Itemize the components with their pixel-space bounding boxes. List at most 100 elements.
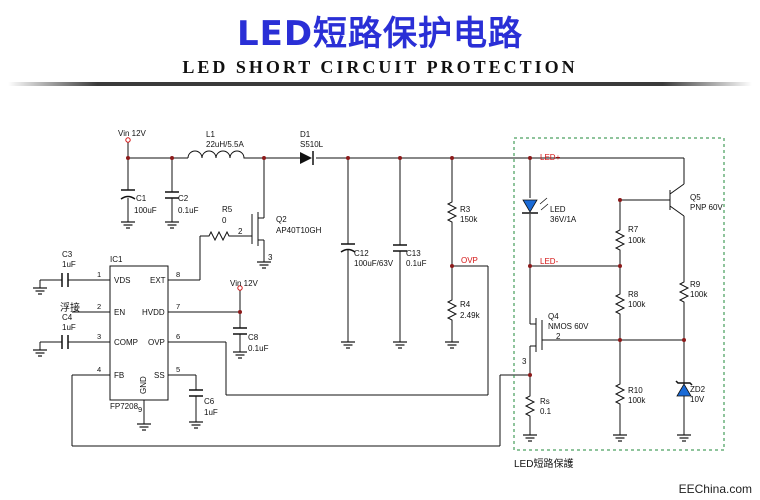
pin-num-9: 9	[138, 405, 142, 414]
pin-vds: VDS	[114, 276, 130, 285]
led-string	[522, 197, 549, 214]
c6-name: C6	[204, 397, 215, 406]
pin-num-1: 1	[97, 270, 101, 279]
pin-num-4: 4	[97, 365, 101, 374]
resistor-r10	[615, 379, 625, 409]
l1-value: 22uH/5.5A	[206, 140, 244, 149]
ovp-net-label: OVP	[461, 256, 478, 265]
c12-value: 100uF/63V	[354, 259, 394, 268]
led-name: LED	[550, 205, 566, 214]
pin-num-8: 8	[176, 270, 180, 279]
ic1-name: IC1	[110, 255, 123, 264]
capacitor-c2	[165, 191, 179, 199]
c8-name: C8	[248, 333, 259, 342]
led-plus-net: LED+	[540, 153, 561, 162]
c4-value: 1uF	[62, 323, 76, 332]
protection-area-label: LED短路保護	[514, 457, 573, 470]
diode-d1	[300, 151, 314, 165]
q5-value: PNP 60V	[690, 203, 723, 212]
capacitor-c1	[120, 189, 136, 200]
c6-value: 1uF	[204, 408, 218, 417]
r9-name: R9	[690, 280, 701, 289]
q2-value: AP40T10GH	[276, 226, 322, 235]
capacitor-c6	[189, 389, 203, 397]
c3-name: C3	[62, 250, 73, 259]
pin-comp: COMP	[114, 338, 138, 347]
inductor-l1	[187, 150, 246, 159]
page-subtitle: LED SHORT CIRCUIT PROTECTION	[182, 57, 578, 77]
vin-label-top: Vin 12V	[118, 129, 147, 138]
c2-name: C2	[178, 194, 189, 203]
ic1-package	[109, 265, 169, 401]
pin-ext: EXT	[150, 276, 166, 285]
c2-value: 0.1uF	[178, 206, 199, 215]
q2-source-pin: 3	[268, 253, 273, 262]
c1-name: C1	[136, 194, 147, 203]
pin-num-6: 6	[176, 332, 180, 341]
resistor-r7	[615, 225, 625, 255]
r7-value: 100k	[628, 236, 646, 245]
r3-name: R3	[460, 205, 471, 214]
zener-zd2	[675, 380, 693, 397]
float-note: 浮接	[60, 301, 80, 314]
d1-value: S510L	[300, 140, 324, 149]
r7-name: R7	[628, 225, 639, 234]
vin-label-mid: Vin 12V	[230, 279, 259, 288]
title-divider	[8, 82, 752, 86]
led-value: 36V/1A	[550, 215, 577, 224]
l1-name: L1	[206, 130, 215, 139]
resistor-r9	[679, 277, 689, 307]
r4-value: 2.49k	[460, 311, 481, 320]
resistor-r8	[615, 289, 625, 319]
capacitor-c8	[233, 327, 247, 335]
c8-value: 0.1uF	[248, 344, 269, 353]
r10-value: 100k	[628, 396, 646, 405]
r8-name: R8	[628, 290, 639, 299]
q4-source-pin: 3	[522, 357, 527, 366]
pin-num-2: 2	[97, 302, 101, 311]
pin-num-5: 5	[176, 365, 180, 374]
capacitor-c3	[61, 273, 69, 287]
ic1-part: FP7208	[110, 402, 139, 411]
wires	[39, 142, 685, 447]
watermark: EEChina.com	[678, 482, 752, 496]
pin-en: EN	[114, 308, 125, 317]
zd2-value: 10V	[690, 395, 705, 404]
pin-hvdd: HVDD	[142, 308, 165, 317]
r5-value: 0	[222, 216, 227, 225]
rs-name: Rs	[540, 397, 550, 406]
d1-name: D1	[300, 130, 311, 139]
pin-gnd: GND	[139, 376, 148, 394]
vin-terminal-mid	[237, 285, 243, 291]
c13-name: C13	[406, 249, 421, 258]
vin-terminal-top	[125, 137, 131, 143]
c13-value: 0.1uF	[406, 259, 427, 268]
pin-fb: FB	[114, 371, 124, 380]
led-minus-net: LED-	[540, 257, 559, 266]
r10-name: R10	[628, 386, 643, 395]
protection-area-box	[513, 137, 725, 451]
c1-value: 100uF	[134, 206, 157, 215]
capacitor-c12	[340, 243, 356, 253]
q4-gate-pin: 2	[556, 332, 561, 341]
capacitor-c4	[61, 335, 69, 349]
r5-name: R5	[222, 205, 233, 214]
r8-value: 100k	[628, 300, 646, 309]
r4-name: R4	[460, 300, 471, 309]
q2-gate-pin: 2	[238, 227, 243, 236]
q4-value: NMOS 60V	[548, 322, 589, 331]
resistor-r4	[447, 295, 457, 325]
junction-dots	[126, 156, 686, 377]
resistor-rs	[525, 391, 535, 421]
capacitor-c13	[393, 244, 407, 252]
r9-value: 100k	[690, 290, 708, 299]
rs-value: 0.1	[540, 407, 552, 416]
resistor-r3	[447, 197, 457, 227]
pin-ss: SS	[154, 371, 165, 380]
c12-name: C12	[354, 249, 369, 258]
page-title: LED短路保护电路	[236, 14, 524, 54]
pin-ovp: OVP	[148, 338, 165, 347]
pin-num-7: 7	[176, 302, 180, 311]
q4-name: Q4	[548, 312, 559, 321]
